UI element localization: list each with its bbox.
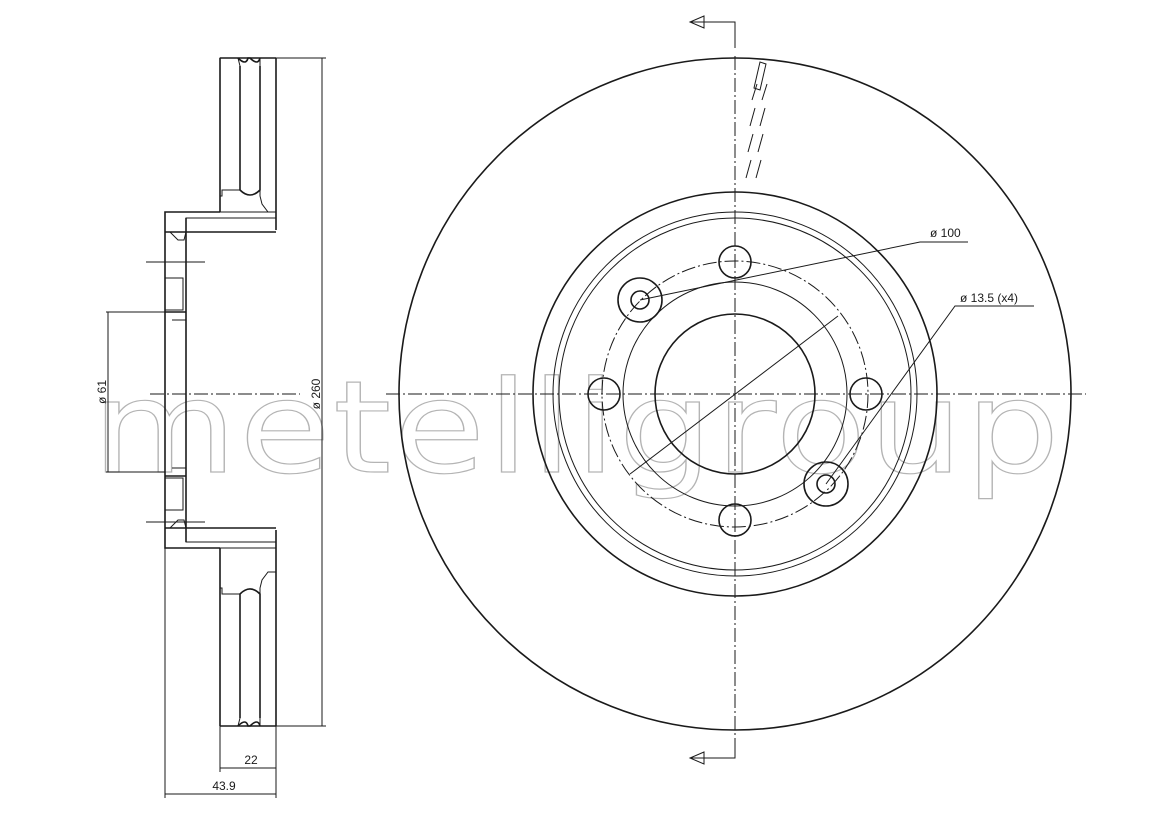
upper-outer-cheek (219, 57, 241, 197)
section-view: ø 61 ø 260 22 43.9 (95, 57, 326, 798)
lower-outer-cheek (219, 587, 241, 727)
lower-inner-cheek (259, 571, 277, 727)
lower-vent-channel (237, 588, 261, 727)
hub-bore-dimension: ø 61 (95, 380, 109, 404)
upper-vent-channel (237, 57, 261, 196)
bolt-hole-1 (617, 277, 663, 323)
total-height-dimension: 43.9 (212, 779, 236, 793)
outer-diameter-dimension: ø 260 (309, 378, 323, 409)
pcd-dimension: ø 100 (930, 226, 961, 240)
thickness-dimension: 22 (244, 753, 258, 767)
hat-upper (164, 211, 277, 241)
hat-lug-upper (164, 277, 184, 311)
front-view: ø 100 ø 13.5 (x4) (386, 15, 1086, 765)
hat-lower (164, 519, 277, 549)
upper-inner-cheek (259, 57, 277, 213)
hat-lug-lower (164, 477, 184, 511)
watermark-logo: metelligroup (92, 354, 1062, 503)
bolt-hole-dimension: ø 13.5 (x4) (960, 291, 1018, 305)
bolt-hole-2 (803, 461, 849, 507)
